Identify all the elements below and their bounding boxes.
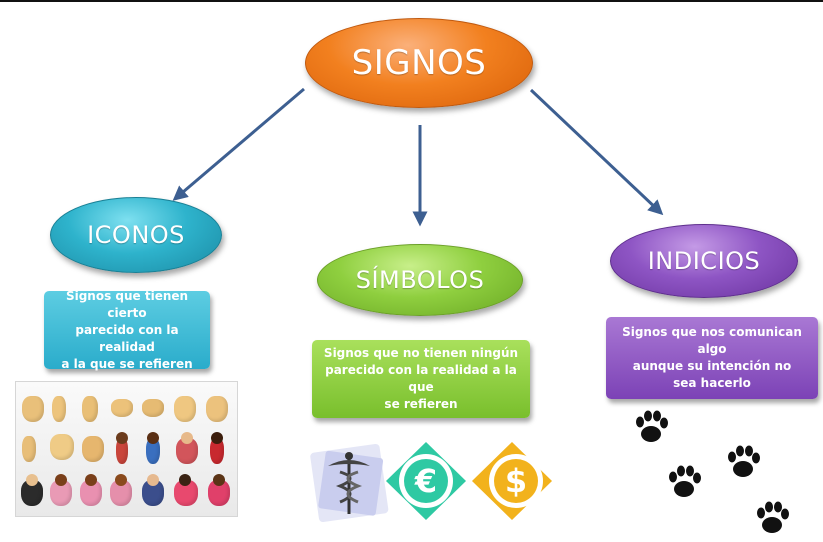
running-person-emoji-icon	[146, 432, 160, 464]
person-frowning-emoji-icon	[142, 474, 164, 506]
pointing-up-emoji-icon	[52, 396, 66, 422]
paw-print-icon	[669, 465, 701, 497]
raised-hands-emoji-icon	[174, 396, 196, 422]
euro-icon: €	[386, 442, 466, 520]
woman-tipping-hand-emoji-icon	[110, 474, 132, 506]
node-indicios: INDICIOS	[610, 224, 798, 298]
node-iconos: ICONOS	[50, 197, 222, 273]
description-indicios: Signos que nos comunican algo aunque su …	[606, 317, 818, 399]
arrow-to-iconos	[172, 87, 305, 201]
top-border	[0, 0, 823, 2]
description-iconos: Signos que tienen cierto parecido con la…	[44, 289, 210, 371]
dancer-emoji-icon	[210, 432, 224, 464]
hands-emoji-icon	[22, 396, 44, 422]
woman-gesture-no-emoji-icon	[80, 474, 102, 506]
root-node-signos: SIGNOS	[305, 18, 533, 108]
hand-gesture-emoji-grid	[15, 381, 238, 517]
caduceus-icon	[310, 443, 389, 522]
couple-kiss-emoji-icon	[174, 474, 198, 506]
dollar-glyph: $	[505, 462, 527, 500]
couple-emoji-icon	[176, 432, 198, 464]
couple-heart-emoji-icon	[208, 474, 230, 506]
walking-person-emoji-icon	[116, 432, 128, 464]
clapping-emoji-icon	[50, 434, 74, 460]
index-up-emoji-icon	[22, 436, 36, 462]
node-simbolos: SÍMBOLOS	[317, 244, 523, 316]
pointing-right-emoji-icon	[142, 399, 164, 417]
euro-glyph: €	[414, 462, 437, 500]
dollar-icon: $	[472, 442, 552, 520]
pointing-down-emoji-icon	[82, 396, 98, 422]
description-simbolos: Signos que no tienen ningún parecido con…	[312, 340, 530, 418]
paw-print-icon	[636, 410, 668, 442]
arrow-to-indicios	[529, 88, 664, 216]
muscle-emoji-icon	[82, 436, 104, 462]
folded-hands-emoji-icon	[206, 396, 228, 422]
paw-print-icon	[757, 501, 789, 533]
woman-gesture-ok-emoji-icon	[50, 474, 72, 506]
pointing-left-emoji-icon	[111, 399, 133, 417]
paw-print-icon	[728, 445, 760, 477]
twins-emoji-icon	[21, 474, 43, 506]
